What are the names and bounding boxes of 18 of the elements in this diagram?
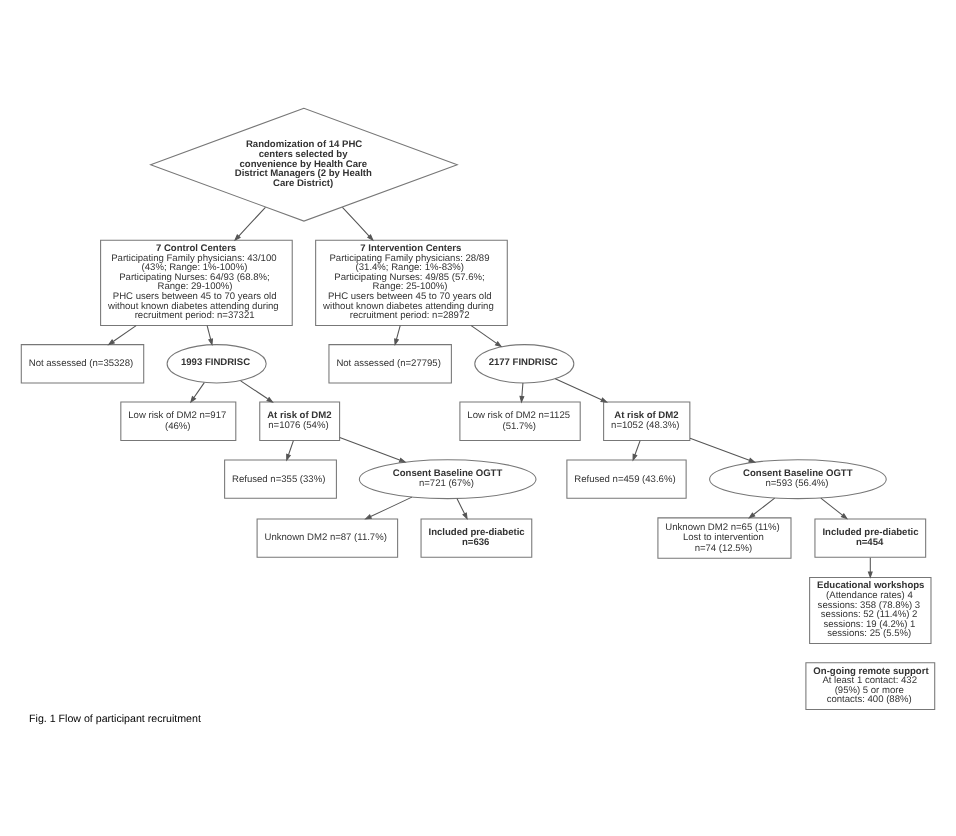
arrow <box>341 205 374 241</box>
arrow <box>206 324 214 346</box>
arrow <box>456 497 468 520</box>
arrow <box>189 381 205 403</box>
arrow <box>748 496 776 518</box>
arrow <box>233 205 266 241</box>
arrow <box>240 379 274 402</box>
arrow <box>394 324 401 346</box>
arrow <box>820 496 849 519</box>
arrow <box>107 324 137 345</box>
arrow <box>286 439 294 461</box>
arrow <box>632 439 641 461</box>
arrow <box>339 435 407 462</box>
arrow <box>519 381 525 403</box>
arrow <box>364 495 413 519</box>
arrow <box>689 436 757 462</box>
arrow <box>470 324 503 347</box>
arrow <box>554 377 609 402</box>
